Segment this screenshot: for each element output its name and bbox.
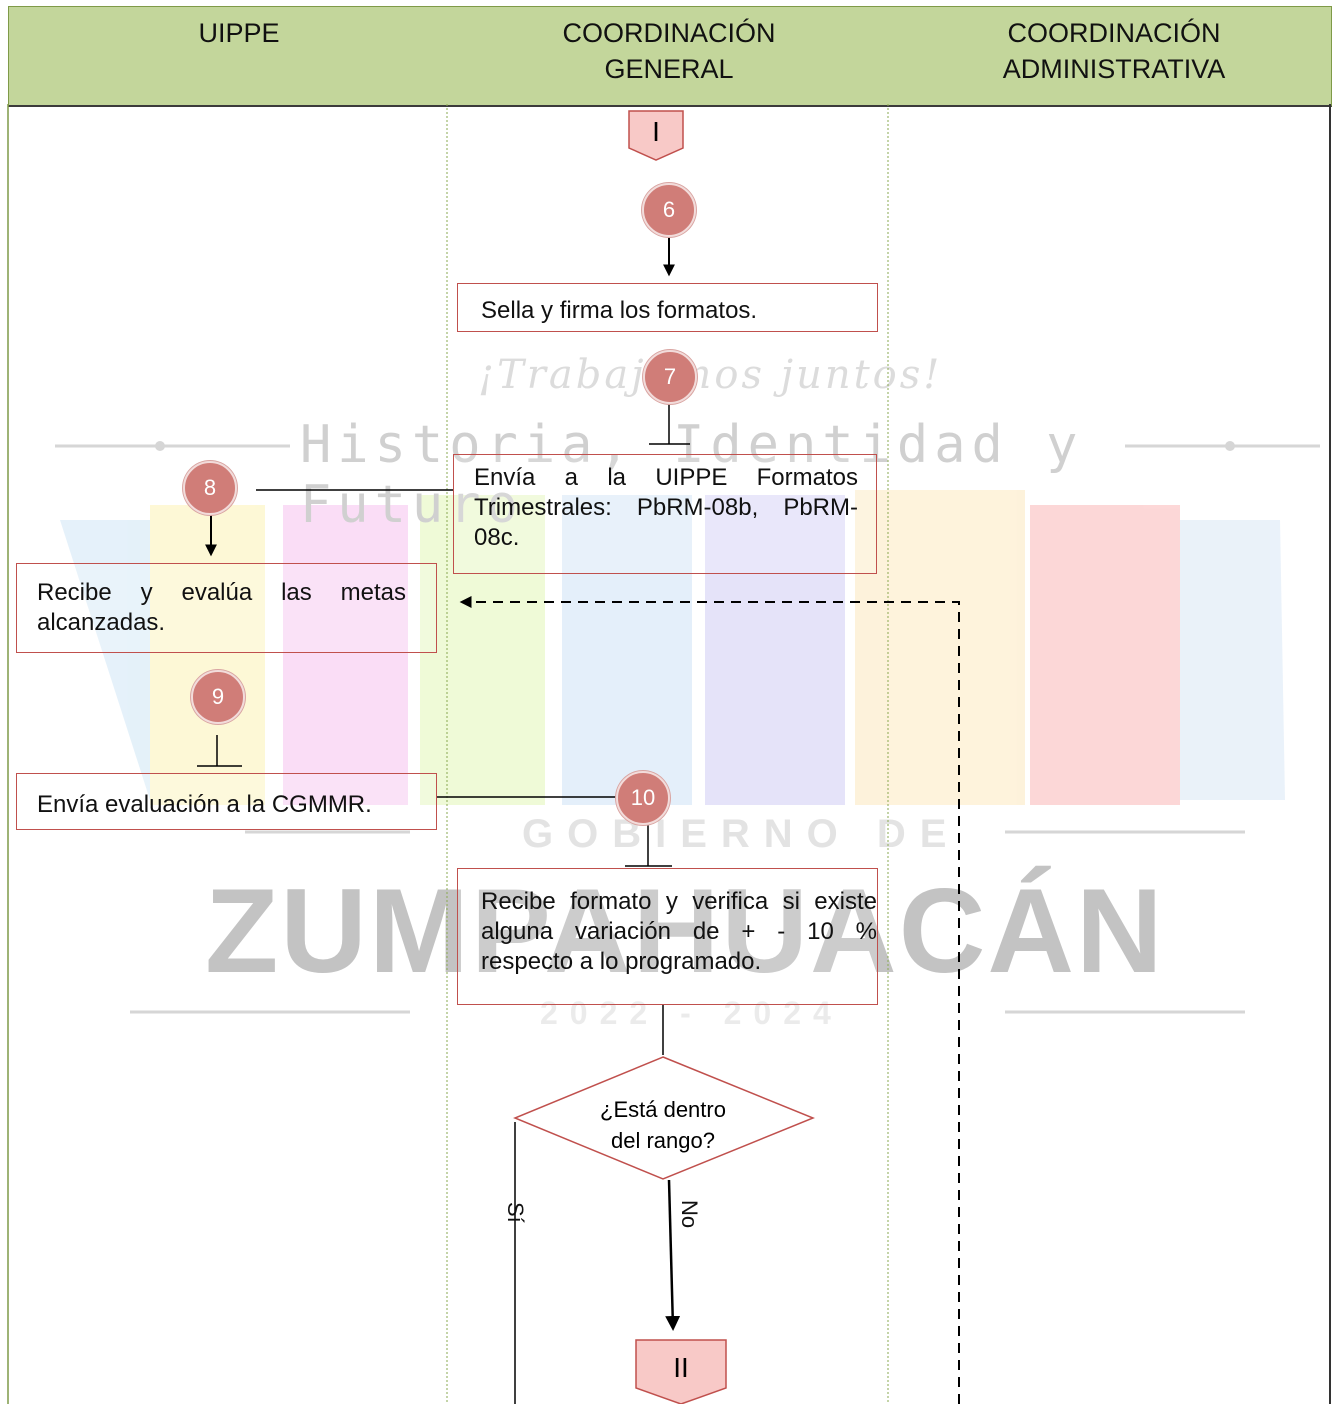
watermark-panel-orange	[855, 490, 1025, 805]
process-box-envia-evaluacion: Envía evaluación a la CGMMR.	[16, 773, 437, 830]
process-box-envia-uippe: Envía a la UIPPE Formatos Trimestrales: …	[453, 454, 877, 574]
lane-header: UIPPE COORDINACIÓN GENERAL COORDINACIÓN …	[8, 6, 1332, 107]
watermark-tagline: Historia, Identidad y Futuro	[300, 415, 1084, 535]
connector-bottom-label: II	[673, 1352, 689, 1383]
process-box-sella-firma: Sella y firma los formatos.	[457, 283, 878, 332]
process-box-recibe-evalua: Recibe y evalúa las metas alcanzadas.	[16, 563, 437, 653]
watermark-shape-blue-right	[1180, 520, 1285, 800]
step-7-circle: 7	[643, 350, 697, 404]
process-box-recibe-formato: Recibe formato y verifica si existe algu…	[457, 868, 878, 1005]
watermark-gov: GOBIERNO DE	[522, 812, 961, 856]
branch-yes-label: Sí	[503, 1202, 528, 1223]
decision-line-1: ¿Está dentro	[600, 1097, 726, 1122]
watermark-years: 2022 - 2024	[540, 995, 843, 1031]
decision-diamond	[513, 1056, 815, 1180]
step-6-circle: 6	[642, 183, 696, 237]
step-8-circle: 8	[183, 461, 237, 515]
watermark-panel-pink	[283, 505, 408, 805]
watermark-name: ZUMPAHUACÁN	[205, 864, 1165, 998]
lane-title-uippe: UIPPE	[198, 18, 280, 48]
decision-line-2: del rango?	[611, 1128, 715, 1153]
lane-title-coordinacion-administrativa: COORDINACIÓN ADMINISTRATIVA	[1002, 18, 1226, 84]
step-10-circle: 10	[616, 771, 670, 825]
watermark-panel-violet	[705, 495, 845, 805]
lane-title-coordinacion-general: COORDINACIÓN GENERAL	[562, 18, 776, 84]
watermark-slogan: ¡Trabajamos juntos!	[478, 352, 943, 398]
connector-top-label: I	[652, 116, 660, 147]
connector-bottom-shape	[635, 1339, 727, 1404]
branch-no-label: No	[677, 1200, 702, 1229]
connector-top-shape	[628, 110, 684, 161]
watermark-panel-red	[1030, 505, 1180, 805]
watermark-panel-lightblue	[562, 495, 692, 805]
watermark-panel-green	[420, 495, 545, 805]
step-9-circle: 9	[191, 670, 245, 724]
